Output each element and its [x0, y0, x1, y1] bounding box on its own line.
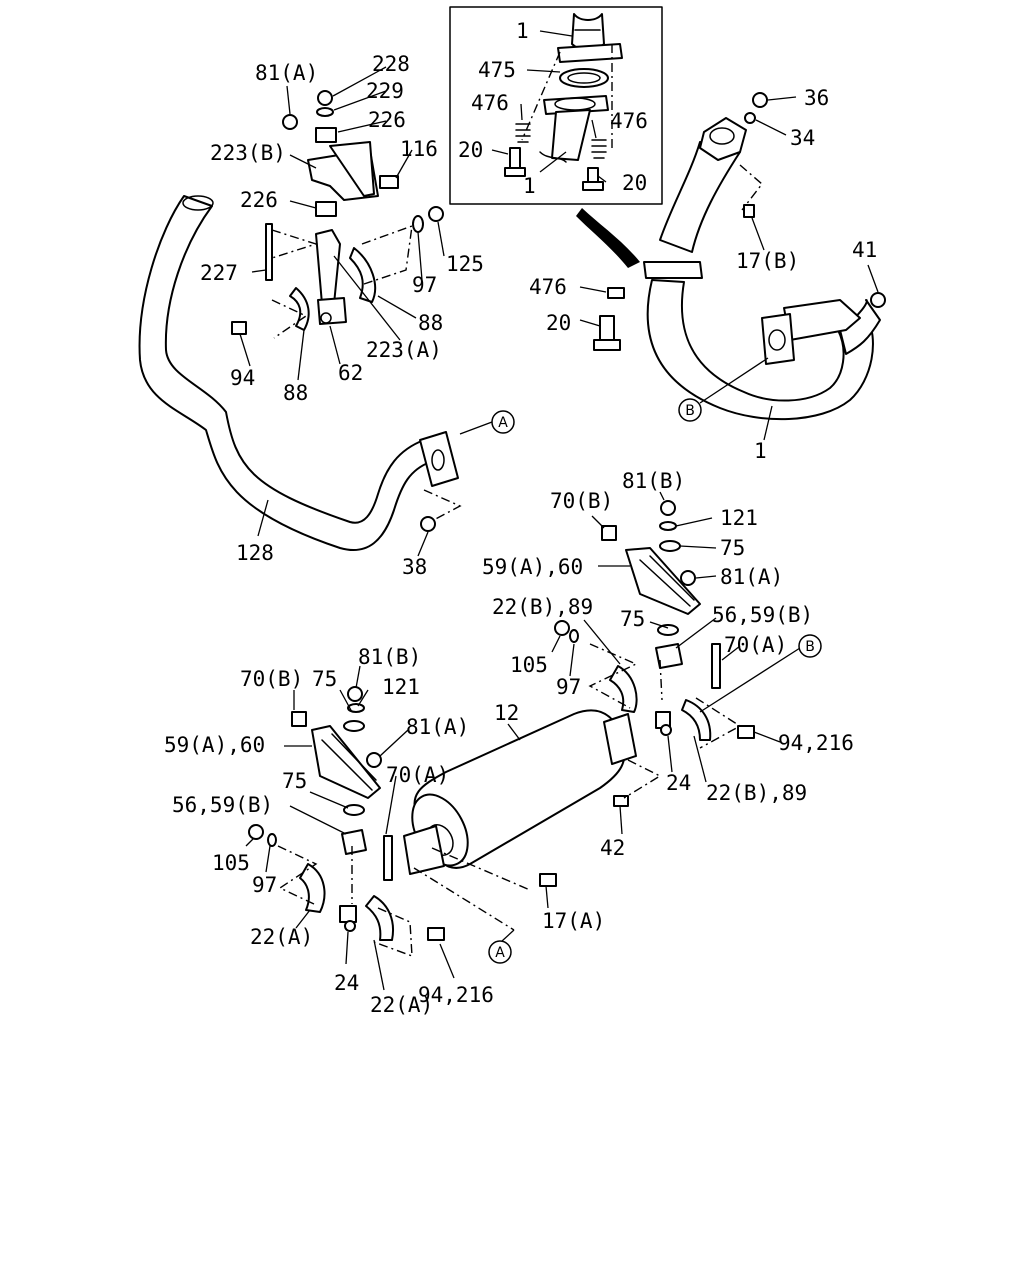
label-1-inset: 1	[523, 174, 536, 198]
label-94216: 94,216	[778, 731, 854, 755]
label-38: 38	[402, 555, 427, 579]
label-75: 75	[620, 607, 645, 631]
hanger-assembly-top	[231, 90, 444, 339]
label-97: 97	[252, 873, 277, 897]
label-62: 62	[338, 361, 363, 385]
label-226: 226	[240, 188, 278, 212]
part-labels: 1 475 476 476 20 1 20 36 34 17(B) 41 476…	[164, 19, 877, 1017]
label-1-top: 1	[516, 19, 529, 43]
label-22b89: 22(B),89	[706, 781, 807, 805]
label-70a: 70(A)	[724, 633, 787, 657]
label-17a: 17(A)	[542, 909, 605, 933]
label-121: 121	[382, 675, 420, 699]
callout-B-right: B	[798, 634, 822, 658]
label-105: 105	[212, 851, 250, 875]
label-81a: 81(A)	[255, 61, 318, 85]
svg-text:B: B	[805, 639, 815, 655]
label-42: 42	[600, 836, 625, 860]
callout-A-top: A	[491, 410, 515, 434]
label-20: 20	[622, 171, 647, 195]
label-94: 94	[230, 366, 255, 390]
label-75: 75	[720, 536, 745, 560]
hanger-assembly-right	[554, 500, 755, 807]
tail-pipe-128	[138, 195, 459, 551]
label-24: 24	[334, 971, 359, 995]
label-121: 121	[720, 506, 758, 530]
label-20: 20	[546, 311, 571, 335]
callout-B-top: B	[678, 398, 702, 422]
label-22b89: 22(B),89	[492, 595, 593, 619]
label-125: 125	[446, 252, 484, 276]
hanger-assembly-left	[248, 686, 557, 958]
label-24: 24	[666, 771, 691, 795]
label-476: 476	[610, 109, 648, 133]
label-22a: 22(A)	[250, 925, 313, 949]
label-227: 227	[200, 261, 238, 285]
svg-text:A: A	[498, 415, 508, 431]
label-12: 12	[494, 701, 519, 725]
label-22a: 22(A)	[370, 993, 433, 1017]
label-229: 229	[366, 79, 404, 103]
label-476: 476	[529, 275, 567, 299]
label-70b: 70(B)	[550, 489, 613, 513]
label-223b: 223(B)	[210, 141, 286, 165]
label-81a: 81(A)	[406, 715, 469, 739]
label-70b: 70(B)	[240, 667, 303, 691]
svg-text:A: A	[495, 945, 505, 961]
label-81a: 81(A)	[720, 565, 783, 589]
label-88: 88	[283, 381, 308, 405]
callout-A-bottom: A	[488, 940, 512, 964]
muffler-12	[403, 709, 637, 875]
label-41: 41	[852, 238, 877, 262]
label-228: 228	[372, 52, 410, 76]
label-20: 20	[458, 138, 483, 162]
label-59a60: 59(A),60	[482, 555, 583, 579]
label-75: 75	[312, 667, 337, 691]
label-75: 75	[282, 769, 307, 793]
label-476: 476	[471, 91, 509, 115]
label-97: 97	[556, 675, 581, 699]
label-59a60: 59(A),60	[164, 733, 265, 757]
label-34: 34	[790, 126, 815, 150]
label-475: 475	[478, 58, 516, 82]
label-223a: 223(A)	[366, 338, 442, 362]
inset-detail	[449, 6, 663, 205]
label-36: 36	[804, 86, 829, 110]
label-5659b: 56,59(B)	[712, 603, 813, 627]
label-226: 226	[368, 108, 406, 132]
label-81b: 81(B)	[358, 645, 421, 669]
label-116: 116	[400, 137, 438, 161]
label-94216: 94,216	[418, 983, 494, 1007]
detail-arrow	[576, 208, 640, 268]
label-88: 88	[418, 311, 443, 335]
front-pipe-1	[643, 117, 881, 421]
label-81b: 81(B)	[622, 469, 685, 493]
label-105: 105	[510, 653, 548, 677]
leader-lines	[239, 30, 879, 991]
label-70a: 70(A)	[386, 763, 449, 787]
label-5659b: 56,59(B)	[172, 793, 273, 817]
label-97: 97	[412, 273, 437, 297]
label-1-right: 1	[754, 439, 767, 463]
label-128: 128	[236, 541, 274, 565]
label-17b: 17(B)	[736, 249, 799, 273]
svg-text:B: B	[685, 403, 695, 419]
